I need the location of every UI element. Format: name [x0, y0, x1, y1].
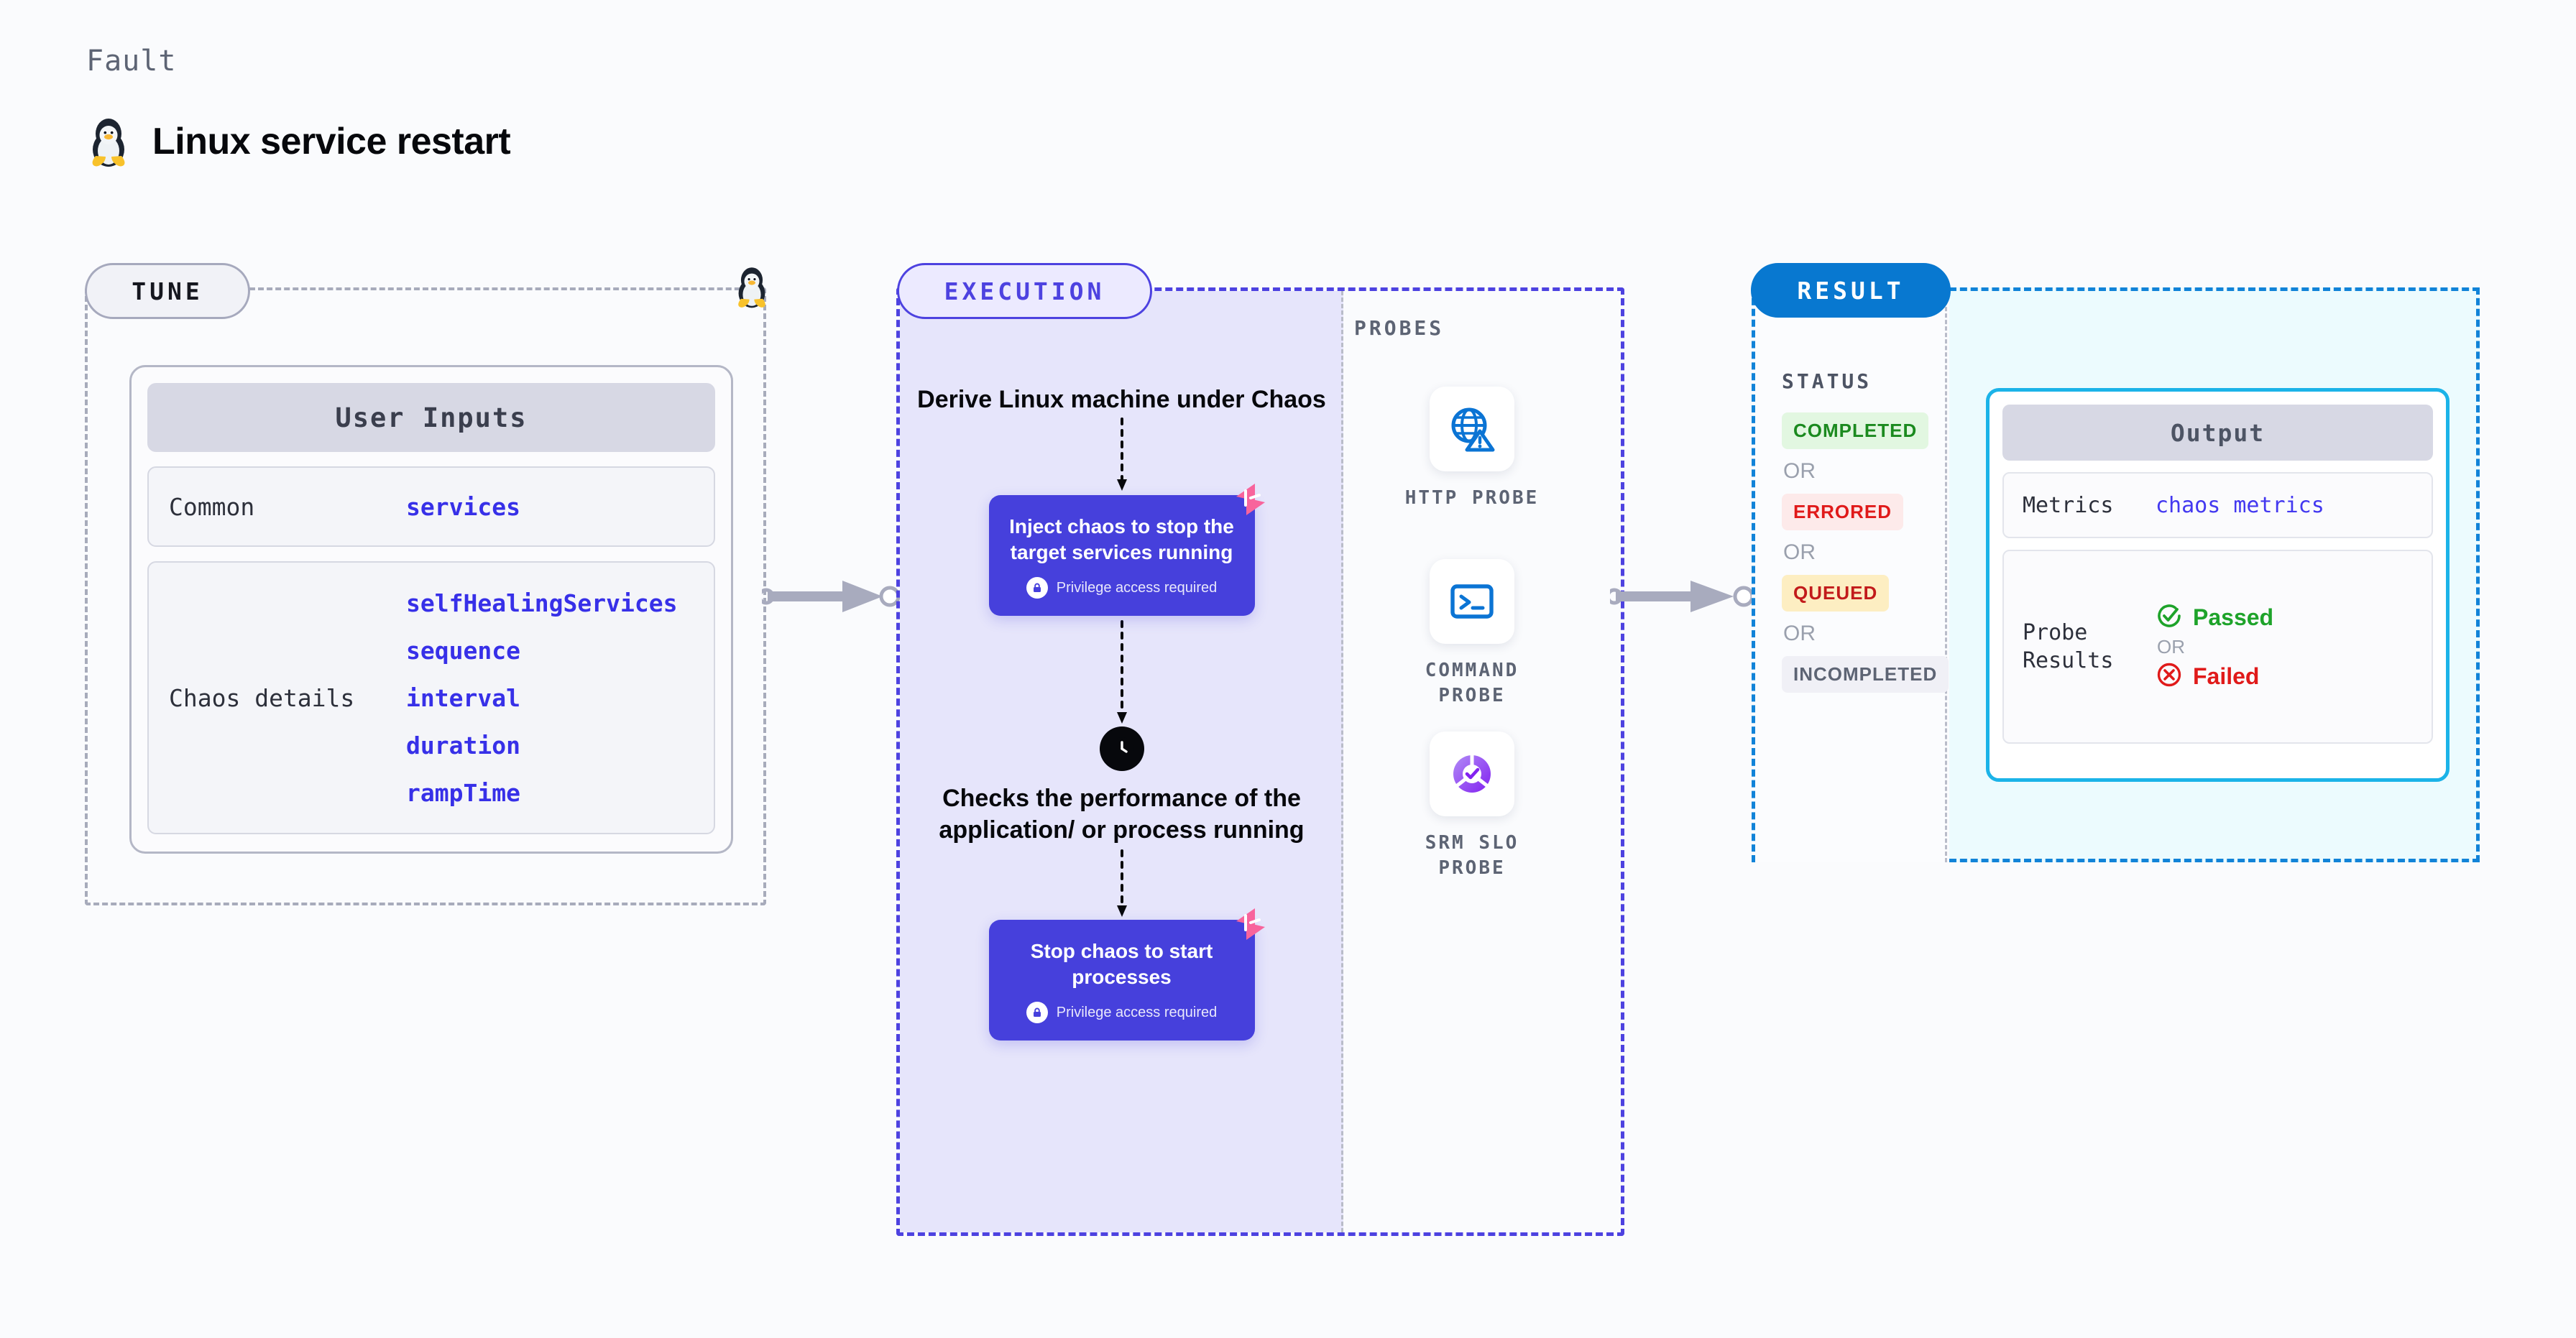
status-badge-queued: QUEUED — [1782, 575, 1890, 612]
privilege-note: Privilege access required — [1003, 1002, 1241, 1024]
status-badge-stack: COMPLETED OR ERRORED OR QUEUED OR INCOMP… — [1782, 412, 1949, 693]
output-card: Output Metrics chaos metrics Probe Resul… — [1986, 388, 2450, 782]
probe-label: COMMAND PROBE — [1425, 660, 1519, 707]
probe-label: HTTP PROBE — [1404, 487, 1540, 509]
user-inputs-card: User Inputs Common services Chaos detail… — [129, 365, 733, 854]
probe-results-label: Probe Results — [2023, 620, 2114, 673]
tune-row-label: Common — [169, 492, 255, 521]
fault-eyebrow-label: Fault — [86, 45, 177, 78]
status-badge-completed: COMPLETED — [1782, 412, 1929, 449]
or-separator: OR — [2157, 635, 2185, 658]
param-interval[interactable]: interval — [406, 683, 520, 712]
harness-chaos-badge-icon — [1230, 479, 1271, 520]
result-pill-badge[interactable]: RESULT — [1751, 263, 1951, 318]
execution-probes-panel — [896, 287, 1624, 1236]
flow-arrow-1 — [900, 416, 1343, 495]
privilege-note: Privilege access required — [1003, 577, 1241, 599]
output-row-metrics: Metrics chaos metrics — [2002, 472, 2433, 538]
privilege-text: Privilege access required — [1056, 579, 1218, 596]
execution-pill-badge[interactable]: EXECUTION — [897, 263, 1152, 319]
tune-row-chaos-details: Chaos details selfHealingServices sequen… — [147, 561, 715, 834]
probe-command[interactable]: COMMAND PROBE — [1400, 559, 1544, 709]
or-separator: OR — [1783, 622, 1816, 645]
flow-arrow-3 — [900, 848, 1343, 920]
tune-pill-badge[interactable]: TUNE — [85, 263, 250, 319]
tune-row-values: services — [406, 493, 520, 521]
harness-chaos-badge-icon — [1230, 904, 1271, 944]
metrics-label: Metrics — [2023, 492, 2114, 518]
tune-row-label: Chaos details — [169, 683, 355, 712]
passed-text: Passed — [2193, 604, 2274, 630]
connector-execution-to-result — [1610, 581, 1754, 612]
probes-divider — [1341, 291, 1343, 1232]
probe-srm-slo[interactable]: SRM SLO PROBE — [1400, 732, 1544, 881]
terminal-icon — [1430, 559, 1514, 644]
slo-donut-check-icon — [1430, 732, 1514, 816]
output-row-probe-results: Probe Results Passed OR — [2002, 550, 2433, 744]
page-title-row: Linux service restart — [86, 115, 511, 168]
param-ramptime[interactable]: rampTime — [406, 778, 520, 807]
param-sequence[interactable]: sequence — [406, 636, 520, 665]
probe-label: SRM SLO PROBE — [1425, 832, 1519, 880]
probe-result-passed: Passed — [2156, 602, 2273, 633]
status-label: STATUS — [1782, 369, 1872, 393]
execution-flow: Derive Linux machine under Chaos Inject … — [900, 291, 1343, 1041]
param-duration[interactable]: duration — [406, 731, 520, 760]
execution-step-title: Derive Linux machine under Chaos — [917, 386, 1326, 413]
failed-text: Failed — [2193, 663, 2260, 689]
status-badge-incompleted: INCOMPLETED — [1782, 656, 1949, 693]
lock-icon — [1026, 1002, 1048, 1024]
x-circle-icon — [2156, 661, 2183, 692]
tux-penguin-icon — [86, 115, 131, 168]
tune-row-common: Common services — [147, 466, 715, 547]
tune-panel — [85, 287, 766, 905]
page-title: Linux service restart — [152, 121, 511, 162]
tux-corner-icon — [732, 264, 772, 313]
probes-section-label: PROBES — [1354, 316, 1445, 340]
param-services[interactable]: services — [406, 492, 520, 521]
chaos-card-title: Inject chaos to stop the target services… — [1009, 515, 1234, 563]
chaos-card-stop[interactable]: Stop chaos to start processes Privilege … — [988, 908, 1265, 1041]
connector-tune-to-execution — [762, 581, 901, 612]
chaos-card-inject[interactable]: Inject chaos to stop the target services… — [988, 483, 1265, 617]
or-separator: OR — [1783, 540, 1816, 564]
output-header: Output — [2002, 405, 2433, 461]
probe-http[interactable]: HTTP PROBE — [1400, 387, 1544, 511]
tune-row-values: selfHealingServices sequence interval du… — [406, 589, 678, 807]
check-circle-icon — [2156, 602, 2183, 633]
clock-icon — [1099, 726, 1144, 772]
user-inputs-header: User Inputs — [147, 383, 715, 452]
chaos-card-title: Stop chaos to start processes — [1030, 939, 1213, 989]
probe-result-failed: Failed — [2156, 661, 2273, 692]
or-separator: OR — [1783, 459, 1816, 483]
globe-warning-icon — [1430, 387, 1514, 471]
param-selfhealingservices[interactable]: selfHealingServices — [406, 589, 678, 617]
probe-results-values: Passed OR Failed — [2156, 602, 2273, 692]
metrics-value-link[interactable]: chaos metrics — [2156, 492, 2324, 518]
lock-icon — [1026, 577, 1048, 599]
execution-check-title: Checks the performance of the applicatio… — [939, 785, 1305, 844]
status-badge-errored: ERRORED — [1782, 494, 1904, 530]
privilege-text: Privilege access required — [1056, 1004, 1218, 1020]
flow-arrow-2 — [900, 619, 1343, 726]
